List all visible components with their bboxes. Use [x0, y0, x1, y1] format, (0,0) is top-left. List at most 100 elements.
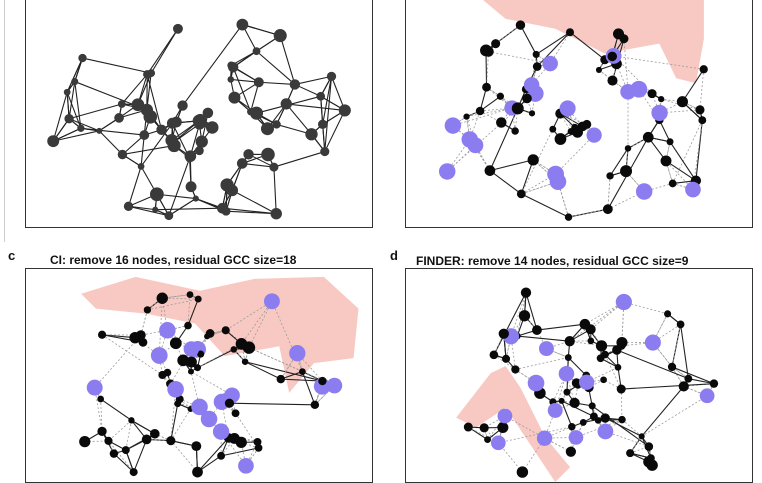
network-node: [253, 47, 261, 55]
network-node: [549, 126, 556, 133]
network-node: [247, 108, 254, 115]
network-edge: [69, 104, 122, 119]
network-node: [563, 389, 570, 396]
network-node: [615, 364, 622, 371]
network-node: [603, 204, 613, 214]
panel-b-dismantled-network: [405, 0, 753, 228]
network-edge: [617, 350, 689, 379]
network-node: [485, 165, 496, 176]
network-node: [588, 338, 595, 345]
network-node: [228, 92, 240, 104]
network-node: [463, 113, 469, 119]
network-node: [596, 67, 602, 73]
network-node: [569, 398, 579, 408]
network-edge: [101, 399, 132, 420]
network-node: [152, 207, 158, 213]
network-node: [269, 163, 278, 172]
network-node: [118, 100, 126, 108]
network-node: [138, 163, 145, 170]
network-node: [482, 83, 491, 92]
network-node: [261, 122, 274, 135]
panel-c-title: CI: remove 16 nodes, residual GCC size=1…: [50, 253, 296, 267]
network-node: [532, 325, 542, 335]
network-node: [620, 165, 632, 177]
removed-node: [636, 183, 652, 199]
network-node: [320, 147, 329, 156]
page-left-rule: [4, 0, 5, 242]
panel-a-original-network: [25, 0, 373, 228]
residual-gcc-highlight: [476, 0, 704, 83]
removed-node: [685, 182, 701, 198]
removed-node: [167, 381, 184, 398]
network-node: [185, 154, 193, 162]
network-node: [195, 296, 202, 303]
network-edge: [490, 171, 521, 194]
network-node: [710, 379, 718, 387]
network-node: [277, 375, 285, 383]
network-node: [184, 322, 192, 330]
network-node: [225, 399, 234, 408]
network-node: [167, 118, 178, 129]
network-node: [595, 417, 602, 424]
network-edge: [274, 167, 276, 214]
network-node: [114, 113, 124, 123]
removed-node: [537, 431, 552, 446]
network-edge: [536, 32, 570, 54]
network-node: [565, 213, 572, 220]
network-edge: [520, 25, 536, 54]
network-node: [141, 104, 153, 116]
network-node: [612, 345, 621, 354]
removed-node: [491, 435, 506, 450]
network-node: [484, 436, 491, 443]
network-node: [144, 306, 151, 313]
network-node: [566, 447, 576, 457]
network-edge: [129, 166, 142, 206]
network-node: [522, 94, 532, 104]
network-node: [568, 128, 575, 135]
removed-node: [264, 293, 280, 309]
removed-node: [151, 347, 168, 364]
network-node: [236, 437, 247, 448]
network-node: [261, 148, 275, 162]
network-edge: [229, 403, 314, 405]
removed-node: [548, 403, 563, 418]
removed-node: [327, 378, 343, 394]
network-node: [698, 116, 706, 124]
network-node: [237, 158, 248, 169]
network-node: [191, 441, 201, 451]
network-node: [232, 409, 240, 417]
network-node: [497, 422, 508, 433]
network-node: [565, 336, 575, 346]
network-node: [196, 136, 208, 148]
removed-node: [445, 117, 461, 133]
network-node: [511, 365, 519, 373]
network-edge: [670, 142, 696, 181]
network-edge: [274, 152, 325, 168]
removed-node: [560, 100, 576, 116]
network-node: [626, 449, 634, 457]
network-node: [242, 358, 249, 365]
network-node: [677, 96, 688, 107]
network-node: [77, 125, 84, 132]
removed-node: [462, 131, 479, 148]
network-edge: [672, 367, 714, 384]
network-edge: [517, 336, 569, 341]
network-node: [124, 202, 133, 211]
network-node: [596, 340, 607, 351]
network-node: [318, 377, 326, 385]
panel-d-label: d: [390, 248, 398, 263]
network-node: [222, 326, 230, 334]
network-edge: [621, 384, 714, 389]
removed-node: [616, 294, 632, 310]
network-edge: [126, 420, 132, 450]
network-node: [147, 69, 155, 77]
network-node: [254, 438, 262, 446]
network-node: [565, 354, 572, 361]
network-node: [555, 133, 567, 145]
network-node: [600, 376, 607, 383]
network-node: [517, 466, 528, 477]
network-node: [186, 181, 197, 192]
network-edge: [642, 386, 684, 436]
network-edge: [490, 160, 533, 171]
panel-c-ci-network: [25, 268, 373, 483]
